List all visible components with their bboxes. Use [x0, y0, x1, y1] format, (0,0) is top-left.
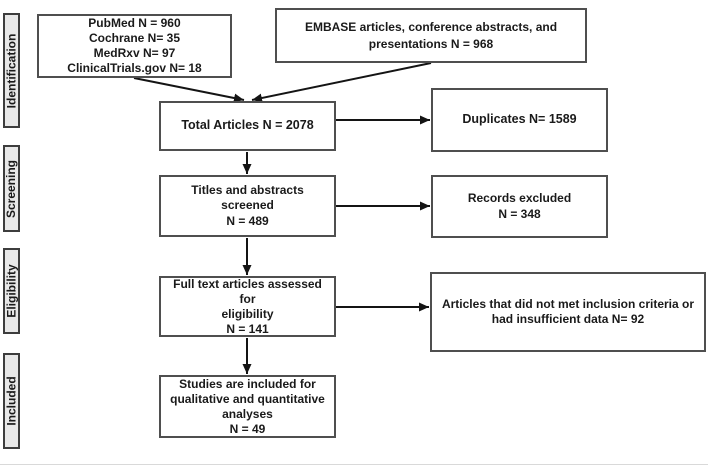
stage-identification: Identification — [3, 13, 20, 128]
box-embase-text: EMBASE articles, conference abstracts, a… — [304, 19, 558, 51]
box-total-articles: Total Articles N = 2078 — [159, 101, 336, 151]
box-titles-abstracts-screened-text: Titles and abstracts screened N = 489 — [191, 182, 304, 228]
stage-identification-label: Identification — [4, 33, 19, 108]
stage-screening: Screening — [3, 145, 20, 232]
stage-eligibility: Eligibility — [3, 248, 20, 334]
stage-eligibility-label: Eligibility — [4, 264, 19, 318]
box-titles-abstracts-screened: Titles and abstracts screened N = 489 — [159, 175, 336, 237]
arrow-sources-to-total — [133, 77, 245, 103]
box-records-excluded: Records excluded N = 348 — [431, 175, 608, 238]
box-records-excluded-text: Records excluded N = 348 — [467, 191, 572, 221]
box-excluded-insufficient-data: Articles that did not met inclusion crit… — [430, 272, 706, 352]
box-identification-sources: PubMed N = 960 Cochrane N= 35 MedRxv N= … — [37, 14, 232, 78]
box-embase: EMBASE articles, conference abstracts, a… — [275, 8, 587, 63]
stage-included: Included — [3, 353, 20, 449]
box-studies-included: Studies are included for qualitative and… — [159, 375, 336, 438]
box-full-text-assessed: Full text articles assessed for eligibil… — [159, 276, 336, 337]
box-identification-sources-text: PubMed N = 960 Cochrane N= 35 MedRxv N= … — [67, 16, 202, 75]
box-full-text-assessed-text: Full text articles assessed for eligibil… — [173, 276, 322, 336]
box-duplicates-text: Duplicates N= 1589 — [462, 112, 577, 127]
arrow-embase-to-total — [251, 62, 432, 103]
stage-included-label: Included — [4, 376, 19, 426]
box-excluded-insufficient-data-text: Articles that did not met inclusion crit… — [441, 296, 695, 327]
box-duplicates: Duplicates N= 1589 — [431, 88, 608, 152]
box-total-articles-text: Total Articles N = 2078 — [181, 118, 314, 133]
stage-screening-label: Screening — [4, 159, 19, 218]
box-studies-included-text: Studies are included for qualitative and… — [170, 376, 325, 436]
